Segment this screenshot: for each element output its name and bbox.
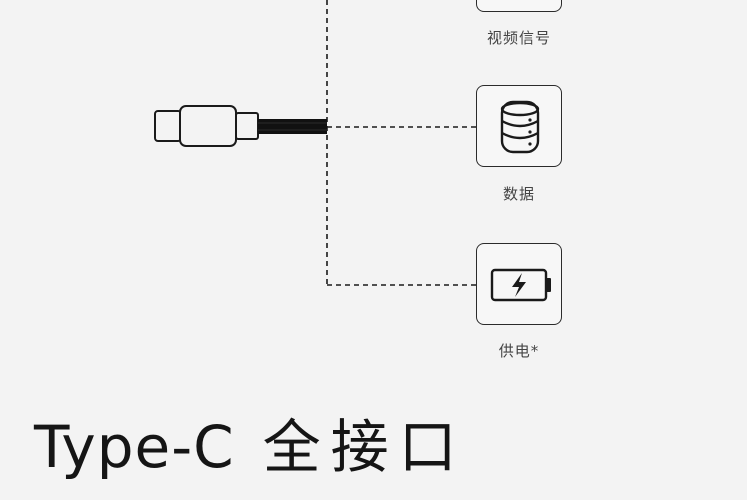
data-box: [476, 85, 562, 167]
video-signal-box: [476, 0, 562, 12]
database-icon: [500, 100, 540, 154]
usb-c-plug-icon: [154, 105, 327, 147]
power-caption: 供电*: [498, 342, 540, 360]
power-box: [476, 243, 562, 325]
video-signal-caption: 视频信号: [486, 29, 551, 47]
title-latin: Type-C: [34, 413, 235, 481]
display-icon: [477, 0, 563, 13]
battery-charging-icon: [490, 268, 551, 302]
data-caption: 数据: [502, 185, 535, 203]
title-chinese: 全接口: [262, 413, 467, 481]
